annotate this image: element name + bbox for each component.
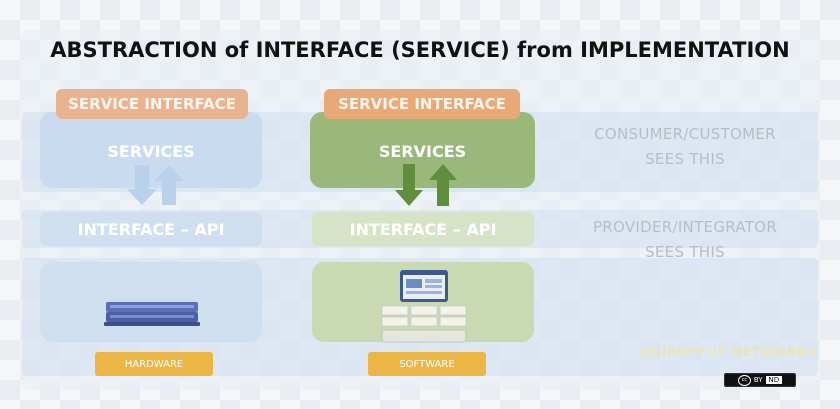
provider-caption: PROVIDER/INTEGRATOR SEES THIS (560, 215, 810, 265)
diagram-title: ABSTRACTION of INTERFACE (SERVICE) from … (50, 38, 790, 62)
right-services-box (310, 112, 535, 188)
cc-license-badge: cc BY ND (724, 373, 796, 387)
right-api-box (312, 212, 534, 246)
consumer-caption-line2: SEES THIS (645, 150, 725, 168)
server-rack-icon (104, 302, 200, 326)
right-services-label: SERVICES (378, 142, 467, 161)
left-services-box (40, 112, 262, 188)
consumer-caption-line1: CONSUMER/CUSTOMER (594, 125, 776, 143)
software-stack-icon (381, 270, 467, 343)
provider-caption-line1: PROVIDER/INTEGRATOR (592, 218, 778, 236)
left-service-interface-tag: SERVICE INTERFACE (56, 89, 248, 119)
left-api-label: INTERFACE – API (77, 220, 225, 239)
consumer-caption: CONSUMER/CUSTOMER SEES THIS (560, 122, 810, 172)
left-up-down-arrows-icon (127, 165, 184, 205)
right-api-label: INTERFACE – API (349, 220, 497, 239)
left-services-label: SERVICES (107, 142, 195, 161)
provider-caption-line2: SEES THIS (645, 243, 725, 261)
hardware-label: HARDWARE (95, 352, 213, 376)
license-by: BY (753, 376, 763, 384)
software-label: SOFTWARE (368, 352, 486, 376)
right-service-interface-tag: SERVICE INTERFACE (324, 89, 520, 119)
cc-icon: cc (737, 374, 751, 386)
right-up-down-arrows-icon (395, 164, 457, 206)
left-api-box (40, 212, 262, 246)
watermark: QUIRUFF-IT NETWORKS (640, 345, 818, 359)
license-nd: ND (765, 376, 783, 384)
